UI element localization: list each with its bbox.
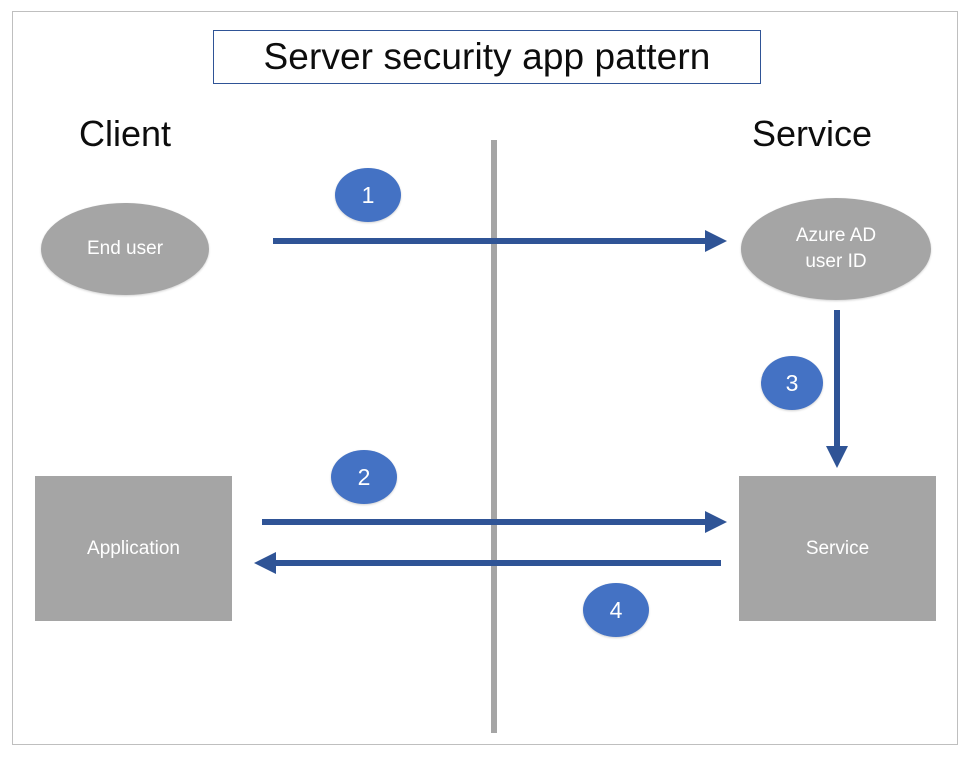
column-heading-client: Client bbox=[79, 113, 172, 154]
node-application-label: Application bbox=[87, 537, 180, 559]
arrow-step-4-shaft bbox=[274, 560, 721, 566]
step-badge-4[interactable]: 4 bbox=[583, 583, 649, 637]
step-badge-1-number: 1 bbox=[361, 181, 375, 208]
node-azure-ad-label-line1: Azure AD bbox=[795, 225, 877, 247]
arrow-step-2 bbox=[262, 511, 727, 533]
column-heading-service: Service bbox=[752, 113, 873, 154]
diagram-title-box: Server security app pattern bbox=[213, 30, 761, 84]
step-badge-3-number: 3 bbox=[785, 369, 799, 396]
client-service-divider bbox=[491, 140, 497, 733]
step-badge-2[interactable]: 2 bbox=[331, 450, 397, 504]
arrow-step-3 bbox=[826, 310, 848, 468]
node-end-user[interactable]: End user bbox=[41, 203, 209, 295]
step-badge-4-number: 4 bbox=[609, 596, 623, 623]
arrow-step-2-head-icon bbox=[705, 511, 727, 533]
step-badge-1[interactable]: 1 bbox=[335, 168, 401, 222]
node-azure-ad-user-id[interactable]: Azure AD user ID bbox=[741, 198, 931, 300]
arrow-step-3-head-icon bbox=[826, 446, 848, 468]
node-azure-ad-label-line2: user ID bbox=[805, 251, 867, 272]
arrow-step-1-head-icon bbox=[705, 230, 727, 252]
node-service-label: Service bbox=[805, 537, 870, 559]
arrow-step-3-shaft bbox=[834, 310, 840, 448]
step-badge-2-number: 2 bbox=[357, 463, 371, 490]
arrow-step-1 bbox=[273, 230, 727, 252]
node-end-user-label: End user bbox=[86, 238, 164, 260]
arrow-step-4-head-icon bbox=[254, 552, 276, 574]
arrow-step-2-shaft bbox=[262, 519, 707, 525]
node-application[interactable]: Application bbox=[35, 476, 232, 621]
node-azure-ad-user-id-label: Azure AD user ID bbox=[796, 223, 876, 274]
page-border bbox=[12, 11, 958, 745]
node-service[interactable]: Service bbox=[739, 476, 936, 621]
arrow-step-4 bbox=[254, 552, 721, 574]
page-title: Server security app pattern bbox=[263, 36, 711, 77]
step-badge-3[interactable]: 3 bbox=[761, 356, 823, 410]
arrow-step-1-shaft bbox=[273, 238, 707, 244]
